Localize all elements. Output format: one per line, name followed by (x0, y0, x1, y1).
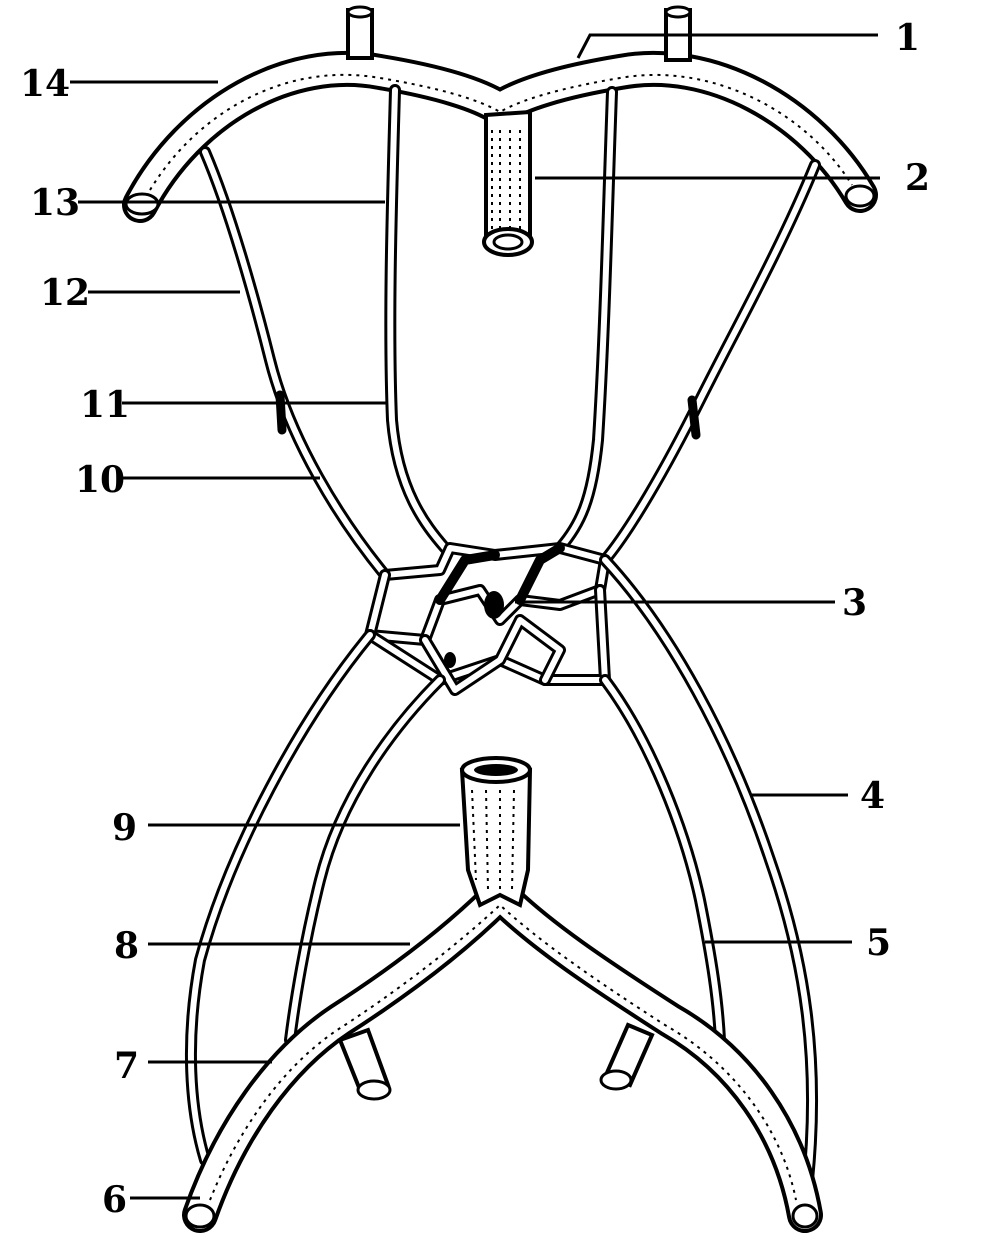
central-lower-trunk (459, 756, 533, 908)
label-5: 5 (866, 922, 891, 964)
label-7: 7 (114, 1045, 139, 1087)
upper-stub-left (346, 5, 374, 60)
label-2: 2 (905, 157, 930, 199)
label-8: 8 (114, 925, 139, 967)
thin-vessels-upper (199, 84, 821, 581)
central-anastomotic-network (364, 542, 611, 696)
label-3: 3 (842, 582, 867, 624)
label-13: 13 (30, 182, 80, 224)
label-11: 11 (80, 384, 130, 426)
thin-vessels-lower (184, 554, 819, 1186)
label-12: 12 (40, 272, 90, 314)
lower-stub-left (337, 1027, 392, 1101)
central-upper-trunk (482, 109, 534, 257)
leader-lines (70, 33, 880, 1200)
label-10: 10 (75, 459, 125, 501)
lower-stub-right (599, 1022, 655, 1091)
label-1: 1 (895, 17, 920, 59)
label-group: 1 2 3 4 5 6 7 8 9 10 11 12 13 14 (20, 17, 930, 1221)
label-9: 9 (112, 807, 137, 849)
label-6: 6 (102, 1179, 127, 1221)
label-14: 14 (20, 63, 70, 105)
upper-arch-vessel (122, 50, 878, 223)
label-4: 4 (860, 775, 885, 817)
